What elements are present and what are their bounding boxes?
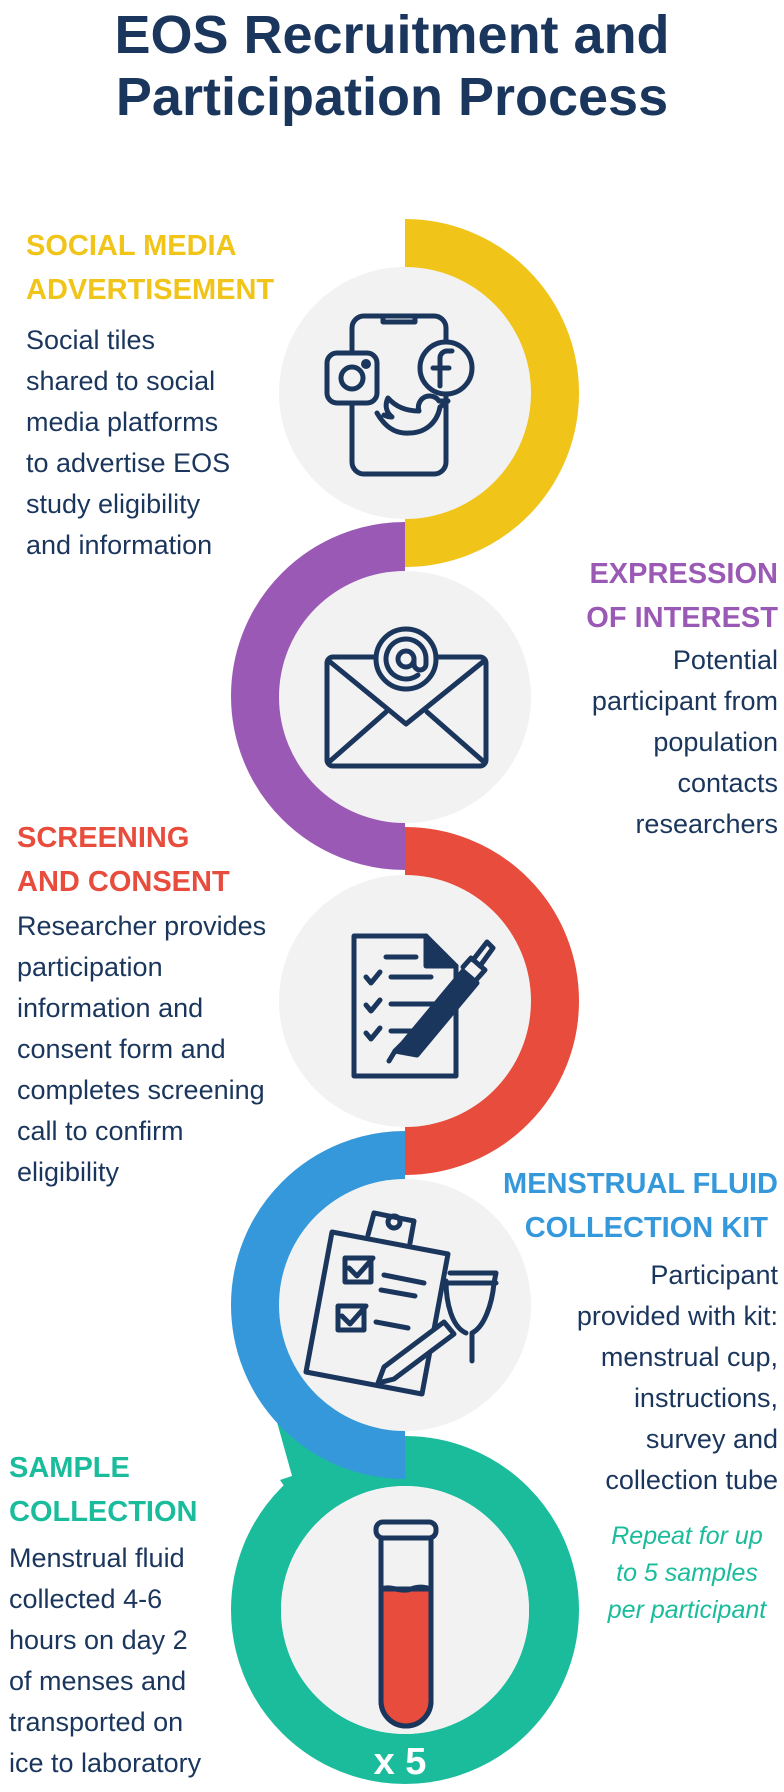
- clipboard-cup-kit-icon: [303, 1210, 499, 1397]
- kit-arc: [231, 1131, 406, 1479]
- test-tube-icon: [373, 1519, 439, 1729]
- screening-consent-description: Researcher provides participation inform…: [17, 911, 267, 1187]
- interest-disc: [279, 571, 531, 823]
- sample-collection-title: SAMPLE COLLECTION: [9, 1452, 198, 1528]
- screening-consent-title: SCREENING AND CONSENT: [17, 822, 230, 898]
- social-arc: [404, 219, 579, 567]
- collection-kit-title: MENSTRUAL FLUID COLLECTION KIT: [503, 1168, 778, 1244]
- social-media-title: SOCIAL MEDIA ADVERTISEMENT: [26, 230, 275, 306]
- social-media-description: Social tiles shared to social media plat…: [26, 325, 231, 560]
- expression-of-interest-title: EXPRESSION OF INTEREST: [586, 558, 778, 634]
- social-disc: [279, 267, 531, 519]
- screening-arc: [404, 827, 579, 1175]
- interest-arc: [231, 522, 406, 870]
- repeat-note: Repeat for up to 5 samples per participa…: [607, 1522, 767, 1624]
- email-envelope-icon: [324, 626, 489, 769]
- smartphone-social-icon: [324, 313, 475, 477]
- collection-kit-description: Participant provided with kit: menstrual…: [576, 1260, 778, 1495]
- expression-of-interest-description: Potential participant from population co…: [591, 645, 778, 839]
- screening-disc: [279, 875, 531, 1127]
- page-title: EOS Recruitment and Participation Proces…: [114, 5, 670, 127]
- consent-form-pen-icon: [351, 933, 496, 1079]
- repeat-count-label: x 5: [373, 1741, 427, 1783]
- sample-collection-description: Menstrual fluid collected 4-6 hours on d…: [9, 1543, 202, 1778]
